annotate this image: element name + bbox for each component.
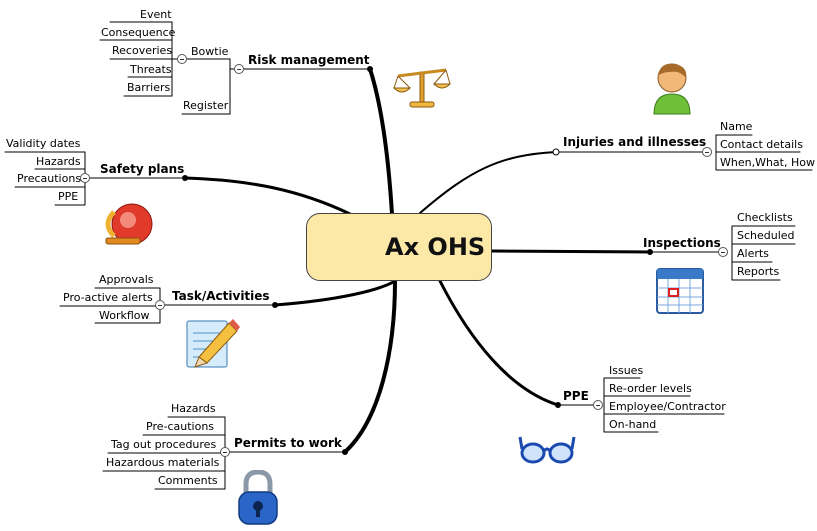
topic-tag-out-procedures[interactable]: Tag out procedures xyxy=(111,438,217,451)
collapse-button-inspections[interactable] xyxy=(718,247,728,257)
connector-safety xyxy=(183,176,352,216)
topic-issues[interactable]: Issues xyxy=(609,364,644,377)
connector-permits xyxy=(343,279,397,454)
topic-validity-dates[interactable]: Validity dates xyxy=(6,137,81,150)
collapse-button-safety[interactable] xyxy=(80,173,90,183)
connector-injuries xyxy=(419,151,557,214)
branch-injuries-illnesses[interactable]: Injuries and illnesses xyxy=(563,135,707,149)
branch-task-activities[interactable]: Task/Activities xyxy=(172,289,270,303)
topic-consequence[interactable]: Consequence xyxy=(101,26,176,39)
central-topic-title: Ax OHS xyxy=(385,233,486,261)
central-topic[interactable]: Ax OHS xyxy=(306,213,492,281)
topic-register[interactable]: Register xyxy=(183,99,229,112)
collapse-button-bowtie[interactable] xyxy=(177,54,187,64)
connector-task xyxy=(273,279,397,307)
branch-ppe[interactable]: PPE xyxy=(563,389,589,403)
glasses-icon xyxy=(518,436,576,464)
topic-reports[interactable]: Reports xyxy=(737,265,780,278)
topic-ppe[interactable]: PPE xyxy=(58,190,79,203)
connector-ppe xyxy=(438,279,560,407)
topic-when-what-how[interactable]: When,What, How xyxy=(720,156,815,169)
topic-precautions[interactable]: Precautions xyxy=(17,172,82,185)
topic-pro-active-alerts[interactable]: Pro-active alerts xyxy=(63,291,153,304)
topic-event[interactable]: Event xyxy=(140,8,172,21)
topic-hazardous-materials[interactable]: Hazardous materials xyxy=(106,456,220,469)
branch-inspections[interactable]: Inspections xyxy=(643,236,721,250)
connector-inspections xyxy=(490,249,652,254)
connector-risk xyxy=(368,67,394,216)
branch-risk-management[interactable]: Risk management xyxy=(248,53,370,67)
collapse-button-injuries[interactable] xyxy=(702,147,712,157)
topic-on-hand[interactable]: On-hand xyxy=(609,418,657,431)
topic-checklists[interactable]: Checklists xyxy=(737,211,793,224)
topic-hazards-permits[interactable]: Hazards xyxy=(171,402,216,415)
topic-employee-contractor[interactable]: Employee/Contractor xyxy=(609,400,726,413)
person-icon xyxy=(653,63,691,115)
topic-comments[interactable]: Comments xyxy=(158,474,218,487)
branch-safety-plans[interactable]: Safety plans xyxy=(100,162,185,176)
topic-hazards[interactable]: Hazards xyxy=(36,155,81,168)
notepad-pencil-icon xyxy=(186,319,240,368)
collapse-button-permits[interactable] xyxy=(220,447,230,457)
topic-re-order-levels[interactable]: Re-order levels xyxy=(609,382,692,395)
topic-alerts[interactable]: Alerts xyxy=(737,247,769,260)
topic-threats[interactable]: Threats xyxy=(130,63,172,76)
topic-barriers[interactable]: Barriers xyxy=(127,81,171,94)
topic-name[interactable]: Name xyxy=(720,120,753,133)
topic-contact-details[interactable]: Contact details xyxy=(720,138,803,151)
padlock-icon xyxy=(238,470,278,525)
collapse-button-risk[interactable] xyxy=(234,64,244,74)
alarm-icon xyxy=(105,203,153,245)
topic-approvals[interactable]: Approvals xyxy=(99,273,154,286)
topic-workflow[interactable]: Workflow xyxy=(99,309,150,322)
topic-recoveries[interactable]: Recoveries xyxy=(112,44,173,57)
topic-scheduled[interactable]: Scheduled xyxy=(737,229,795,242)
collapse-button-ppe[interactable] xyxy=(593,400,603,410)
topic-pre-cautions[interactable]: Pre-cautions xyxy=(146,420,215,433)
scales-icon xyxy=(392,68,452,108)
calendar-icon xyxy=(656,268,704,314)
topic-bowtie[interactable]: Bowtie xyxy=(191,45,229,58)
collapse-button-task[interactable] xyxy=(155,300,165,310)
branch-permits-to-work[interactable]: Permits to work xyxy=(234,436,342,450)
